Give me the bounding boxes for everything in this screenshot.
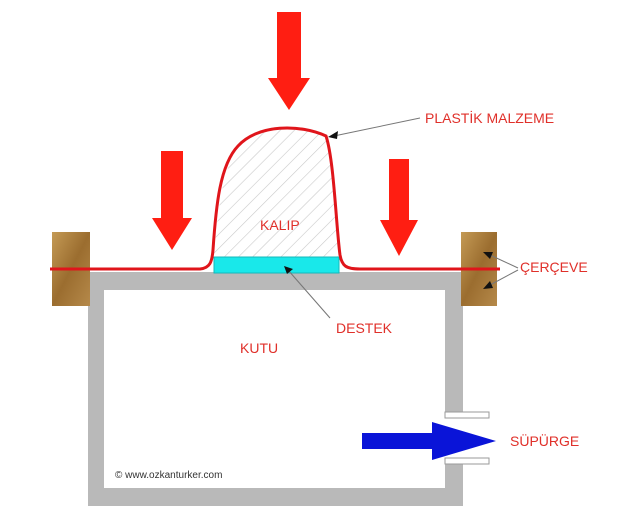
plate-tooth xyxy=(156,276,163,290)
plate-tooth xyxy=(348,276,355,290)
plate-tooth xyxy=(276,276,283,290)
box xyxy=(88,272,490,506)
label-vacuum: SÜPÜRGE xyxy=(510,433,580,449)
label-mold: KALIP xyxy=(260,217,300,233)
leader-lines xyxy=(284,117,519,319)
plate-tooth xyxy=(120,276,127,290)
plate-tooth xyxy=(408,276,415,290)
copyright-text: © www.ozkanturker.com xyxy=(115,470,223,481)
label-box: KUTU xyxy=(240,340,279,356)
arrow-top xyxy=(268,12,310,110)
label-support: DESTEK xyxy=(336,320,393,336)
vacuum-pipe-top xyxy=(444,411,490,419)
label-frame: ÇERÇEVE xyxy=(520,259,588,275)
plate-tooth xyxy=(192,276,199,290)
plate-tooth xyxy=(204,276,211,290)
plate-tooth xyxy=(300,276,307,290)
plate-tooth xyxy=(384,276,391,290)
support-bar xyxy=(213,256,340,274)
plate-tooth xyxy=(228,276,235,290)
plate-tooth xyxy=(324,276,331,290)
plate-tooth xyxy=(240,276,247,290)
arrow-right xyxy=(380,159,418,256)
plate-tooth xyxy=(264,276,271,290)
plate-tooth xyxy=(180,276,187,290)
plate-tooth xyxy=(336,276,343,290)
mold-shape xyxy=(214,128,338,257)
plastic-sheet xyxy=(50,126,500,271)
plate-tooth xyxy=(372,276,379,290)
plate-tooth xyxy=(168,276,175,290)
perforated-plate xyxy=(120,276,439,290)
plate-tooth xyxy=(216,276,223,290)
plate-tooth xyxy=(132,276,139,290)
label-plastic: PLASTİK MALZEME xyxy=(425,110,555,126)
plate-tooth xyxy=(360,276,367,290)
vacuum-arrow xyxy=(362,422,496,460)
arrow-left xyxy=(152,151,192,250)
vacuum-pipe-bottom xyxy=(444,457,490,465)
plate-tooth xyxy=(432,276,439,290)
plate-tooth xyxy=(252,276,259,290)
plate-tooth xyxy=(396,276,403,290)
pressure-arrows xyxy=(152,12,418,256)
plate-tooth xyxy=(144,276,151,290)
plate-tooth xyxy=(312,276,319,290)
plate-tooth xyxy=(420,276,427,290)
plate-tooth xyxy=(288,276,295,290)
